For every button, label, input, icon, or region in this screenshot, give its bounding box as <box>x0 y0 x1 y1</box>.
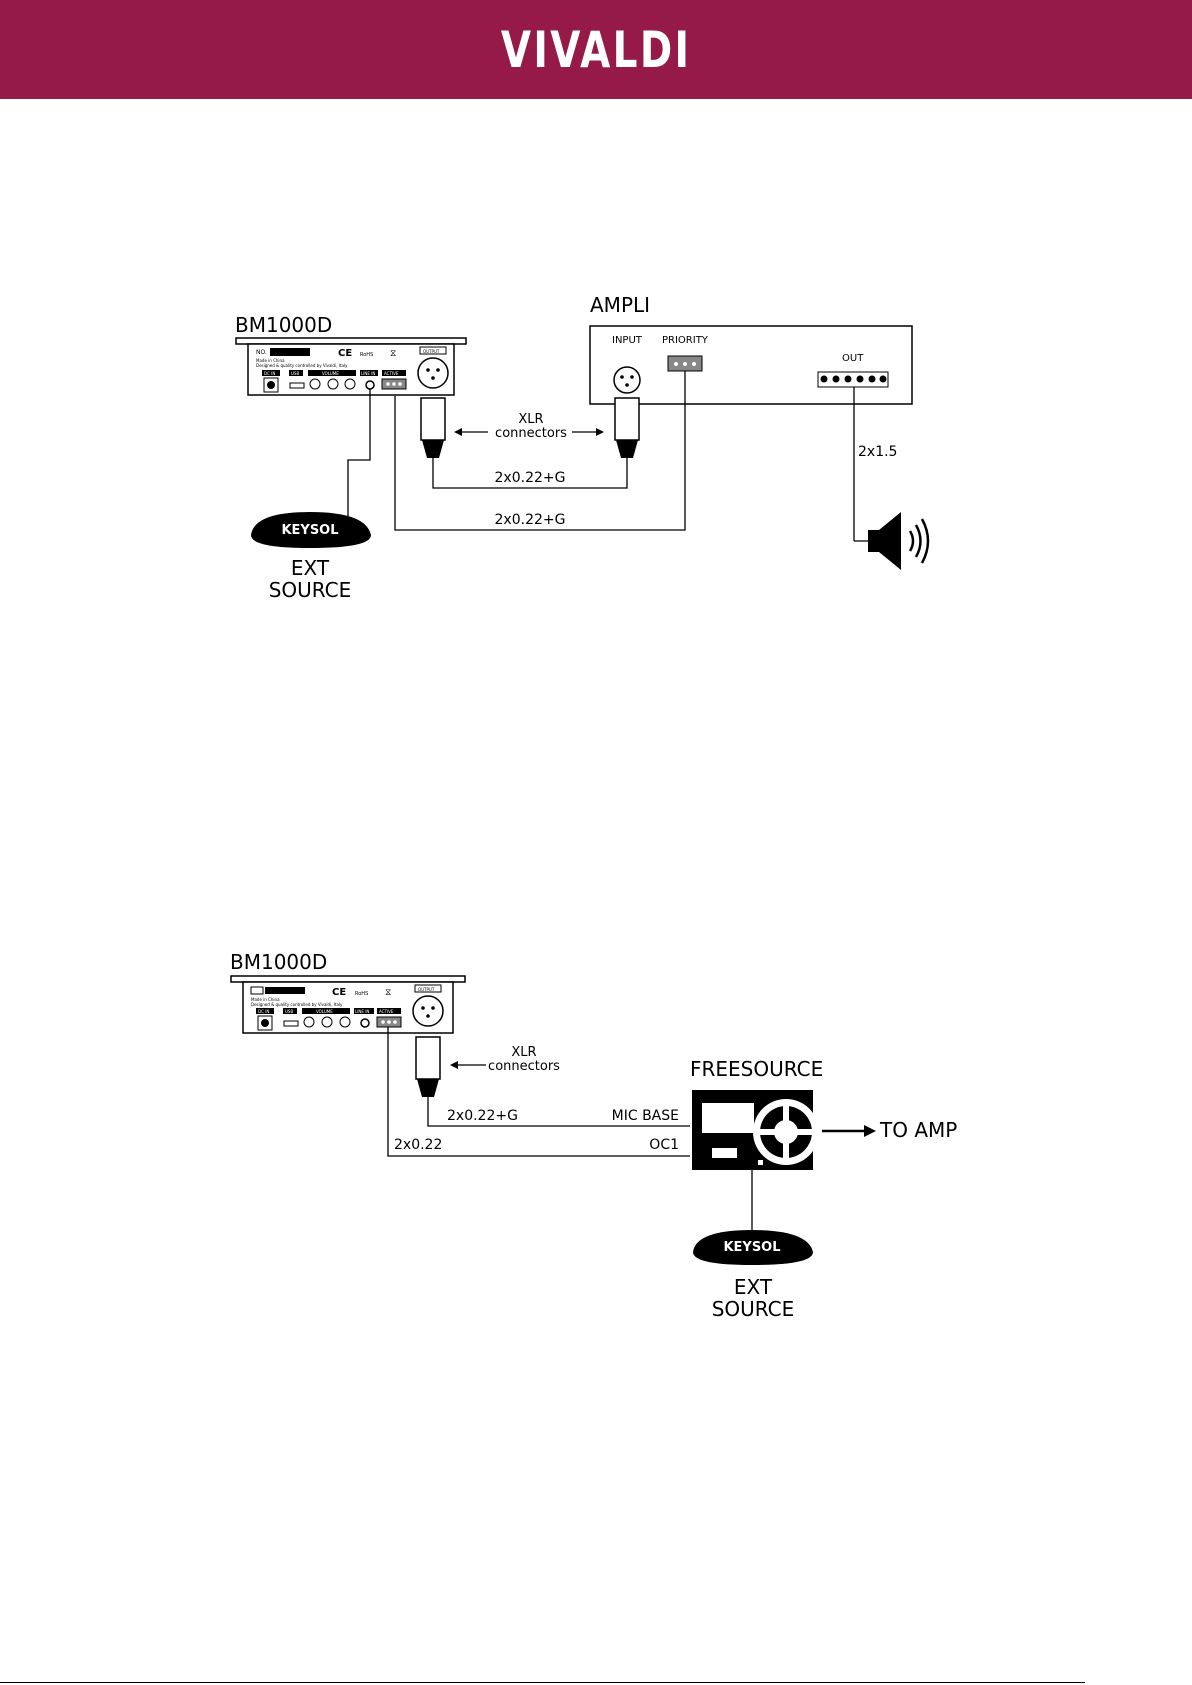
out-terminals <box>817 371 889 388</box>
cable-mic-base <box>427 1097 690 1127</box>
xlr-arrow-right <box>572 428 604 436</box>
xlr-arrow-left-2 <box>450 1061 486 1069</box>
xlr-output-socket <box>417 357 449 389</box>
dc-in-label-2: DC IN <box>258 1009 269 1014</box>
bm1000d-panel: NO. CE RoHS ⧖ Made in China Designed & q… <box>235 337 467 396</box>
volume-label-2: VOLUME <box>316 1009 333 1014</box>
ampli-priority-label: PRIORITY <box>662 335 709 346</box>
wiring-diagram-freesource: BM1000D CE RoHS ⧖ Made in China Designed… <box>0 945 1192 1330</box>
to-amp-arrow <box>822 1125 876 1137</box>
line-in-jack <box>365 380 375 390</box>
ce-mark-2: CE <box>332 987 346 998</box>
wiring-diagram-ampli: BM1000D NO. CE RoHS ⧖ Made in China Desi… <box>0 290 1192 610</box>
cable-oc1 <box>387 1027 690 1157</box>
active-label: ACTIVE <box>384 371 399 376</box>
volume-knob-mic-2 <box>303 1016 315 1028</box>
designed-label-2: Designed & quality controlled by Vivaldi… <box>251 1002 343 1007</box>
cable-xlr-ampli <box>432 458 628 489</box>
volume-knob-chime-2 <box>321 1016 333 1028</box>
ext-source-line1: EXT <box>291 556 330 580</box>
cable-1-label: 2x0.22+G <box>495 470 566 486</box>
bm1000d-title-2: BM1000D <box>230 950 327 974</box>
volume-label: VOLUME <box>322 371 339 376</box>
output-label-2: OUTPUT <box>418 987 435 992</box>
dc-in-label: DC IN <box>264 371 275 376</box>
designed-label: Designed & quality controlled by Vivaldi… <box>256 363 348 368</box>
line-in-jack-2 <box>360 1018 370 1028</box>
volume-knob-aux-2 <box>339 1016 351 1028</box>
volume-knob-mic <box>309 378 321 390</box>
usb-port <box>289 382 305 389</box>
made-in-label: Made in China <box>256 358 285 363</box>
xlr-plug-ampli <box>614 397 640 458</box>
weee-icon: ⧖ <box>390 349 396 359</box>
freesource-title: FREESOURCE <box>690 1057 823 1081</box>
xlr-output-socket-2 <box>412 995 444 1027</box>
usb-label-2: USB <box>285 1009 293 1014</box>
usb-port-2 <box>283 1020 299 1027</box>
line-in-label-2: LINE IN <box>355 1009 369 1014</box>
footer-rule <box>0 1682 1085 1683</box>
speaker-cable-label: 2x1.5 <box>858 444 897 460</box>
xlr-label-line1-2: XLR <box>511 1045 536 1060</box>
cable-2-label-2: 2x0.22 <box>394 1137 442 1153</box>
ampli-xlr-input <box>613 366 641 394</box>
ampli-out-label: OUT <box>842 353 864 364</box>
keysol-label: KEYSOL <box>281 523 338 538</box>
keysol-label-2: KEYSOL <box>723 1240 780 1255</box>
dc-jack-2 <box>261 1019 269 1027</box>
rohs-mark: RoHS <box>360 352 373 358</box>
bm1000d-title: BM1000D <box>235 313 332 337</box>
ampli-title: AMPLI <box>590 293 650 317</box>
ampli-input-label: INPUT <box>612 335 643 346</box>
xlr-plug-bm1000d-2 <box>415 1036 441 1097</box>
panel-no-label: NO. <box>256 349 267 356</box>
cable-1-end-label: MIC BASE <box>612 1108 679 1124</box>
rohs-mark-2: RoHS <box>355 991 368 997</box>
ext-source-line1-2: EXT <box>734 1275 773 1299</box>
cable-line-in-keysol <box>347 389 371 520</box>
freesource-display <box>702 1103 754 1133</box>
xlr-plug-bm1000d <box>420 397 446 458</box>
ce-mark: CE <box>338 348 352 359</box>
diagram-ampli-svg: BM1000D NO. CE RoHS ⧖ Made in China Desi… <box>235 293 930 602</box>
xlr-arrow-left <box>454 428 488 436</box>
xlr-label-line2: connectors <box>495 426 567 441</box>
usb-label: USB <box>291 371 299 376</box>
freesource-button <box>712 1148 737 1158</box>
cable-2-end-label: OC1 <box>649 1137 679 1153</box>
speaker-icon <box>868 512 930 570</box>
xlr-label-line2-2: connectors <box>488 1059 560 1074</box>
freesource-nav-center <box>774 1120 798 1144</box>
xlr-label-line1: XLR <box>518 412 543 427</box>
line-in-label: LINE IN <box>361 371 375 376</box>
made-in-label-2: Made in China <box>251 997 280 1002</box>
cable-active-priority <box>394 371 686 531</box>
ext-source-line2-2: SOURCE <box>712 1297 795 1321</box>
diagram-freesource-svg: BM1000D CE RoHS ⧖ Made in China Designed… <box>230 950 957 1321</box>
dc-jack <box>267 381 275 389</box>
active-label-2: ACTIVE <box>379 1009 394 1014</box>
to-amp-label: TO AMP <box>879 1118 957 1142</box>
keysol-device: KEYSOL <box>251 512 371 548</box>
output-label: OUTPUT <box>423 349 440 354</box>
cable-1-label-2: 2x0.22+G <box>447 1108 518 1124</box>
bm1000d-panel-2: CE RoHS ⧖ Made in China Designed & quali… <box>230 975 466 1034</box>
ext-source-line2: SOURCE <box>269 578 352 602</box>
keysol-device-2: KEYSOL <box>693 1230 813 1265</box>
volume-knob-chime <box>327 378 339 390</box>
weee-icon-2: ⧖ <box>385 988 391 998</box>
cable-2-label: 2x0.22+G <box>495 512 566 528</box>
page-header: VIVALDI <box>0 0 1192 99</box>
volume-knob-aux <box>344 378 356 390</box>
freesource-device <box>692 1090 819 1170</box>
ampli-panel: INPUT PRIORITY OUT <box>589 325 913 405</box>
brand-logo: VIVALDI <box>500 20 692 79</box>
